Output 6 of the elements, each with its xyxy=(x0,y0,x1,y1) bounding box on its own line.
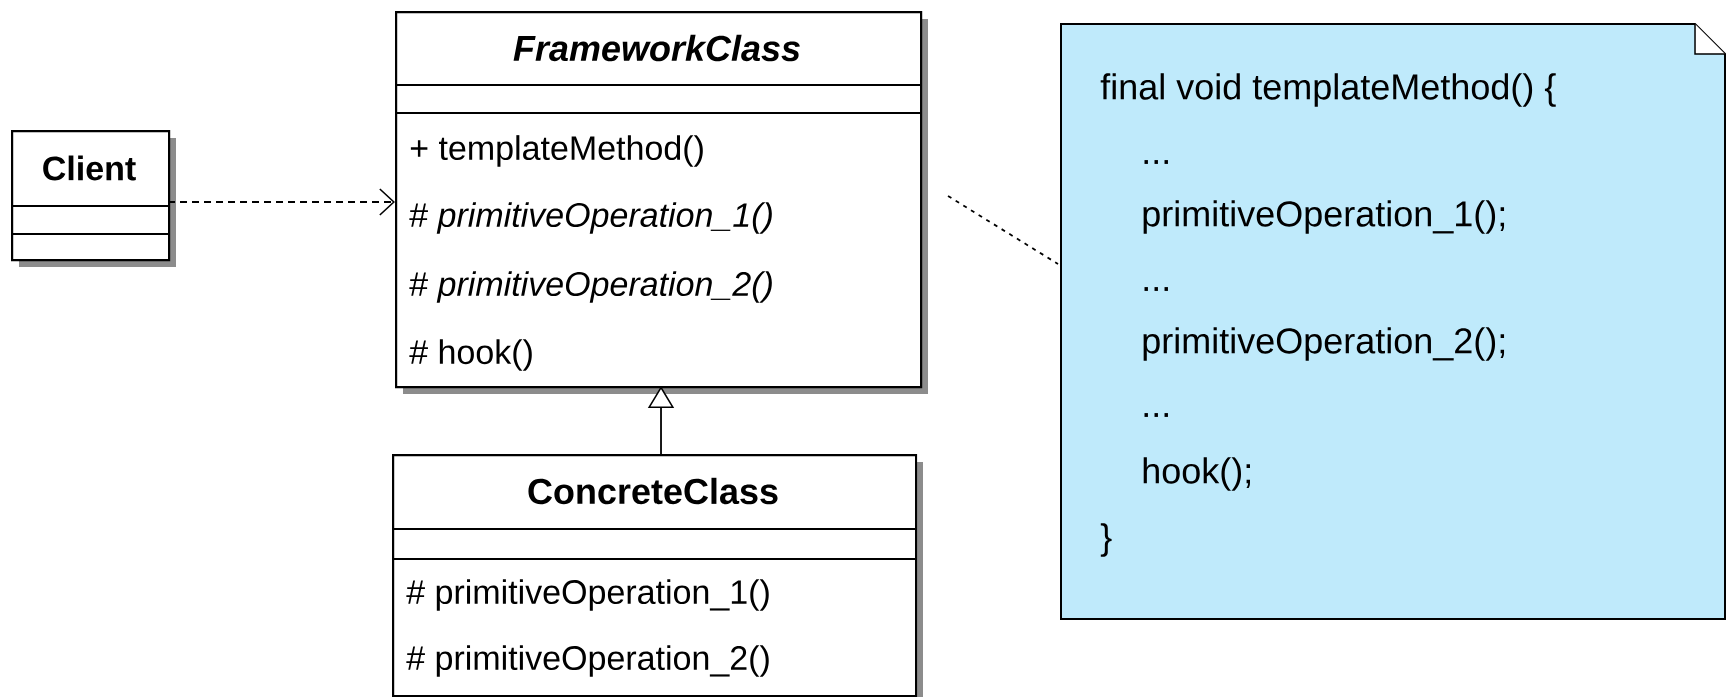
note-box: final void templateMethod() { ... primitiveOperation_1(); ... primitiveOperation_2(); ... hook(); } xyxy=(1060,23,1726,620)
dependency-arrow xyxy=(167,188,395,216)
class-box: ConcreteClass # primitiveOperation_1() # primitiveOperation_2() xyxy=(391,454,923,697)
class-box: FrameworkClass + templateMethod() # primitiveOperation_1() # primitiveOperation_2() # hook() xyxy=(394,11,928,394)
note-connector xyxy=(947,195,1059,265)
class-box: Client xyxy=(10,130,176,267)
